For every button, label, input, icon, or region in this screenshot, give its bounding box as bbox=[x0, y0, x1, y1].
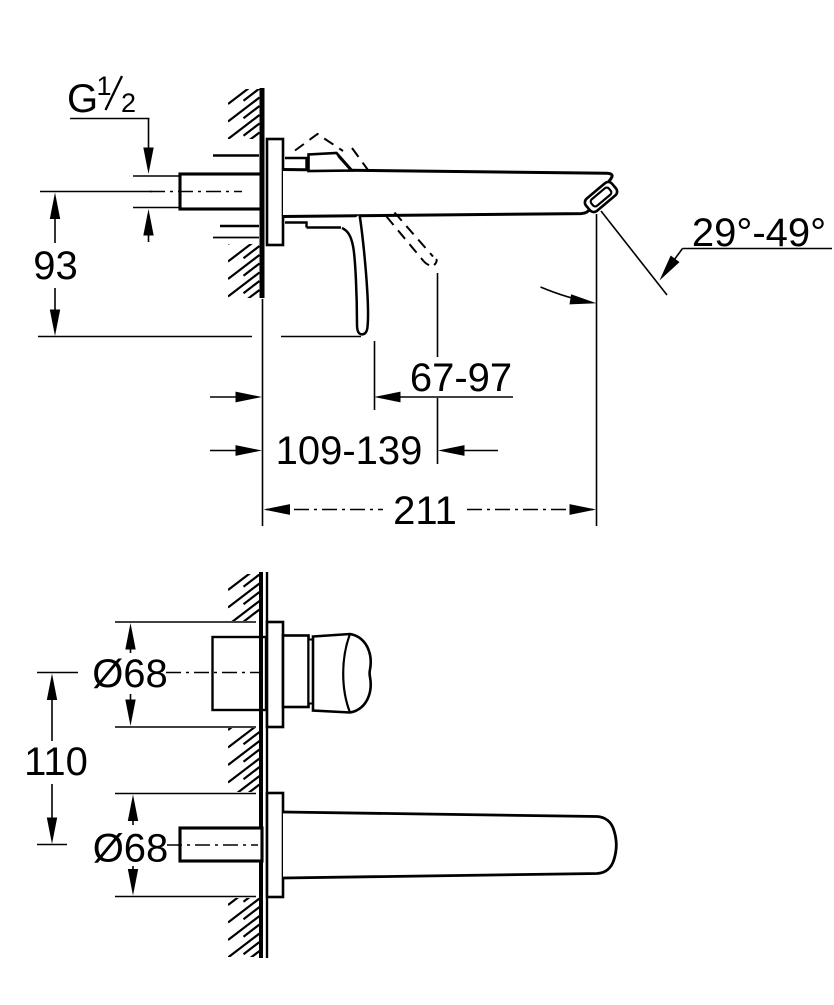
wall-hatch-plan-view bbox=[228, 574, 260, 957]
dim-dia68-lower: Ø68 bbox=[93, 792, 256, 898]
dim-angle: 29°-49° bbox=[540, 210, 832, 305]
thread-label-denominator: 2 bbox=[121, 88, 136, 118]
angle-leader-arrow bbox=[659, 255, 680, 281]
dim-211-label: 211 bbox=[393, 489, 457, 533]
escutcheon-flange bbox=[265, 137, 285, 247]
cartridge-cover bbox=[307, 151, 355, 173]
dim-109-139-label: 109-139 bbox=[276, 429, 423, 473]
thread-arrow-up bbox=[143, 209, 154, 236]
angle-arc-arrow bbox=[569, 294, 597, 305]
dia68l-arrow-down bbox=[127, 869, 139, 896]
dim-thread: G 1 2 bbox=[67, 71, 154, 242]
handle-raised-dashed bbox=[294, 132, 344, 152]
dim-93-label: 93 bbox=[33, 244, 78, 288]
dim-67-97-label: 67-97 bbox=[410, 356, 512, 400]
body-cylinder bbox=[281, 634, 310, 709]
body-step bbox=[285, 156, 308, 170]
handle-knob-edge bbox=[342, 633, 352, 713]
thread-arrow-down bbox=[143, 147, 154, 174]
dia68u-arrow-up bbox=[125, 623, 136, 650]
lever-handle bbox=[341, 214, 370, 336]
dim-109-139-arrow-left bbox=[438, 445, 465, 456]
dim-67-97: 67-97 bbox=[210, 341, 513, 410]
lever-open-dashed-2 bbox=[393, 211, 434, 258]
dim-67-97-arrow-right bbox=[235, 391, 262, 403]
dim-93-arrow-up bbox=[49, 192, 61, 219]
body-flange bbox=[265, 620, 285, 729]
cartridge-cover-inner-line bbox=[337, 155, 352, 171]
dim-211: 211 bbox=[261, 214, 598, 533]
wall-line-2 bbox=[259, 572, 263, 958]
aerator-face bbox=[589, 186, 613, 208]
wall-line-2b bbox=[265, 572, 269, 958]
dim-dia68-upper: Ø68 bbox=[92, 621, 256, 728]
hatch-lines-2 bbox=[228, 574, 260, 957]
plan-view: Ø68 110 Ø68 bbox=[24, 572, 618, 958]
dim110-arrow-up bbox=[46, 673, 58, 700]
dia68u-arrow-down bbox=[125, 699, 136, 726]
dim110-arrow-down bbox=[46, 817, 58, 844]
inlet-pipe-2 bbox=[178, 826, 264, 863]
side-view: G 1 2 93 67-97 bbox=[33, 71, 832, 533]
spout-plan bbox=[282, 810, 618, 880]
handle-raised-dashed-leg bbox=[351, 147, 369, 171]
lever-open-dashed-tip bbox=[422, 255, 438, 267]
angle-stream-line bbox=[600, 210, 668, 296]
thread-label-g: G bbox=[67, 77, 98, 121]
dim-93-arrow-down bbox=[49, 309, 61, 336]
dim-109-139: 109-139 bbox=[210, 273, 498, 473]
lever-open-dashed-1 bbox=[385, 215, 425, 262]
dim-110: 110 bbox=[24, 671, 88, 846]
wall-line bbox=[259, 88, 265, 298]
dim-67-97-arrow-left bbox=[374, 391, 401, 403]
body-underside-step bbox=[285, 221, 308, 228]
dia68u-label: Ø68 bbox=[92, 652, 168, 696]
dim110-label: 110 bbox=[24, 740, 88, 784]
dim-109-139-arrow-right bbox=[235, 445, 262, 456]
handle-knob bbox=[311, 632, 372, 714]
dim-angle-label: 29°-49° bbox=[692, 211, 826, 255]
spout-profile bbox=[282, 168, 614, 218]
dia68l-label: Ø68 bbox=[93, 827, 169, 871]
dim-93: 93 bbox=[33, 190, 361, 338]
thread-label-numerator: 1 bbox=[96, 71, 111, 101]
dia68l-arrow-up bbox=[127, 794, 139, 821]
concealed-body-box bbox=[211, 635, 268, 712]
aerator bbox=[583, 180, 619, 214]
spout-flange bbox=[265, 791, 285, 899]
thread-label-slash bbox=[104, 75, 124, 111]
